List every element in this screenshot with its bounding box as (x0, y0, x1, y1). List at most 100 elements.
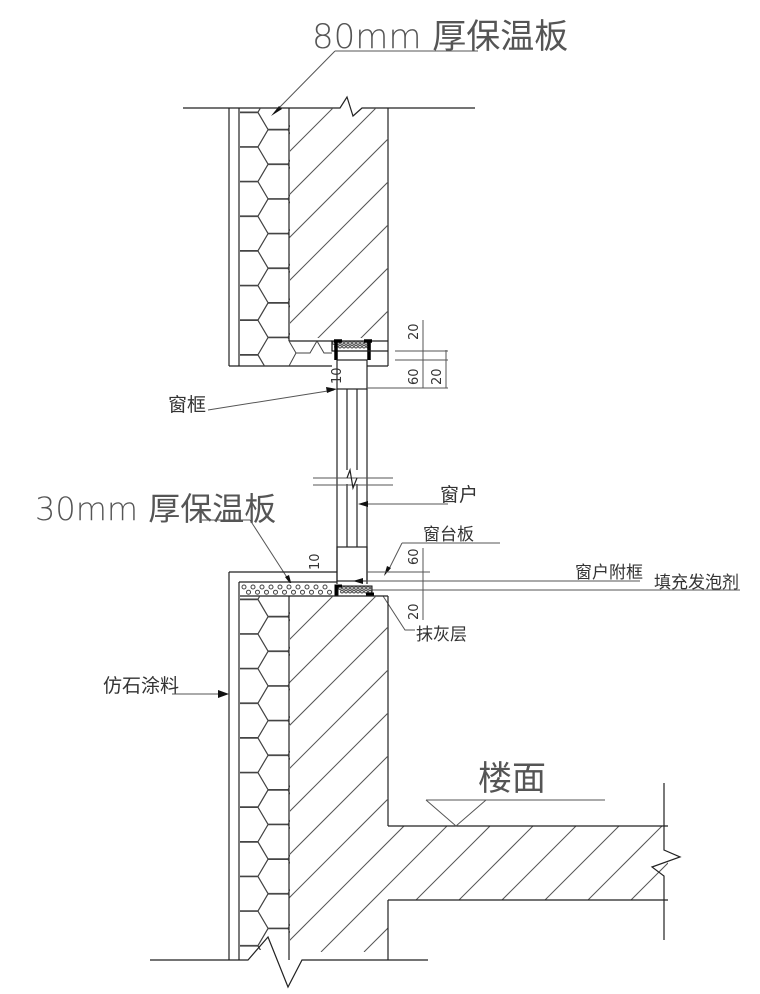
window-subframe-text: 窗户附框 (575, 563, 643, 583)
window-frame-head (336, 359, 368, 390)
hex-cell (240, 250, 269, 286)
hatch-line (578, 596, 668, 952)
label-window-frame: 窗框 (168, 387, 337, 416)
hex-cell (240, 181, 269, 217)
foam-dot (241, 584, 247, 590)
hatch-line (487, 108, 720, 341)
hex-cell (257, 233, 290, 269)
hatch-line (290, 108, 291, 338)
concrete-hatch (290, 596, 668, 952)
foam-dot (358, 344, 362, 349)
foam-dot (362, 586, 366, 590)
insulation-hex-pattern (240, 108, 290, 366)
foam-dot (259, 584, 265, 590)
hex-cell (257, 268, 290, 303)
hatch-line (357, 108, 388, 338)
hex-cell (240, 668, 269, 704)
foam-dot (300, 589, 305, 595)
hex-cell (240, 146, 269, 182)
hex-cell (257, 755, 290, 790)
insulation-80-text: 80mm 厚保温板 (312, 17, 568, 57)
dim-sill-bottom: 20 (407, 603, 422, 620)
leader-line (276, 50, 336, 111)
hatch-line (444, 108, 677, 341)
foam-dot (352, 341, 356, 345)
hex-cell (240, 737, 269, 773)
foam-dot (358, 586, 362, 590)
foam-dot (346, 344, 350, 349)
hex-cell (257, 928, 290, 950)
hex-cell (257, 164, 290, 200)
sill-board-text: 窗台板 (423, 525, 474, 545)
hex-cell (257, 720, 290, 756)
hex-cell (240, 285, 269, 321)
foam-dot (250, 584, 256, 590)
dim-head-gap: 60 (407, 368, 422, 385)
hatch-line (290, 108, 388, 338)
break-line-bottom (150, 935, 428, 989)
hatch-line (290, 596, 635, 952)
foam-dot (282, 589, 287, 595)
hatch-line (290, 596, 291, 952)
hatch-line (290, 596, 506, 952)
dim-sill-top: 60 (407, 548, 422, 565)
foam-dot (255, 589, 260, 595)
window-head: 20 60 20 10 (330, 320, 448, 390)
insulation-hex-pattern (240, 596, 290, 950)
floor-level-text: 楼面 (478, 759, 546, 799)
dim-head-top: 20 (407, 323, 422, 340)
foam-dot (356, 589, 360, 594)
insulation-30-text: 30mm 厚保温板 (35, 490, 276, 528)
foam-dot (309, 589, 314, 595)
sill-insulation-pattern (241, 584, 332, 595)
foam-dot (340, 589, 344, 594)
label-stone-coating: 仿石涂料 (103, 675, 229, 698)
hatch-line (290, 108, 377, 338)
hatch-line (290, 596, 334, 952)
foam-dot (268, 584, 274, 590)
hatch-line (664, 596, 668, 952)
hex-cell (257, 859, 290, 894)
label-insulation-80: 80mm 厚保温板 (271, 17, 568, 116)
concrete-hatch (290, 108, 760, 341)
foam-dot (346, 586, 350, 590)
hex-cell (240, 703, 269, 738)
foam-dot (350, 344, 354, 349)
arrow-head-icon (353, 578, 363, 584)
window-text: 窗户 (440, 484, 478, 506)
level-triangle-icon (425, 799, 487, 827)
hex-cell (257, 129, 290, 165)
hex-cell (257, 616, 290, 652)
arrow-head-icon (218, 690, 229, 698)
plaster-layer-text: 抹灰层 (416, 625, 467, 645)
foam-dot (352, 589, 356, 594)
hatch-line (290, 108, 388, 338)
foam-dot (246, 589, 251, 595)
foam-dot (295, 584, 301, 590)
hatch-line (621, 596, 668, 952)
foam-dot (291, 589, 296, 595)
foam-dot (273, 589, 278, 595)
foam-dot (304, 584, 310, 590)
hatch-line (535, 596, 668, 952)
break-line-right (650, 783, 682, 940)
foam-dot (342, 344, 346, 349)
foam-dot (348, 589, 352, 594)
foam-dot (366, 586, 370, 590)
lower-wall (150, 571, 682, 989)
foam-dot (350, 586, 354, 590)
hex-cell (240, 599, 269, 635)
label-insulation-30: 30mm 厚保温板 (35, 490, 292, 586)
hex-cell (257, 824, 290, 860)
dim-head-total: 20 (430, 368, 445, 385)
foam-dot (322, 584, 328, 590)
hatch-line (314, 108, 388, 338)
hex-cell (240, 354, 265, 366)
hatch-line (616, 108, 760, 341)
foam-dot (327, 589, 332, 595)
hatch-line (290, 596, 420, 952)
upper-wall (183, 95, 760, 367)
hex-cell (257, 789, 290, 825)
hex-cell (240, 633, 269, 669)
